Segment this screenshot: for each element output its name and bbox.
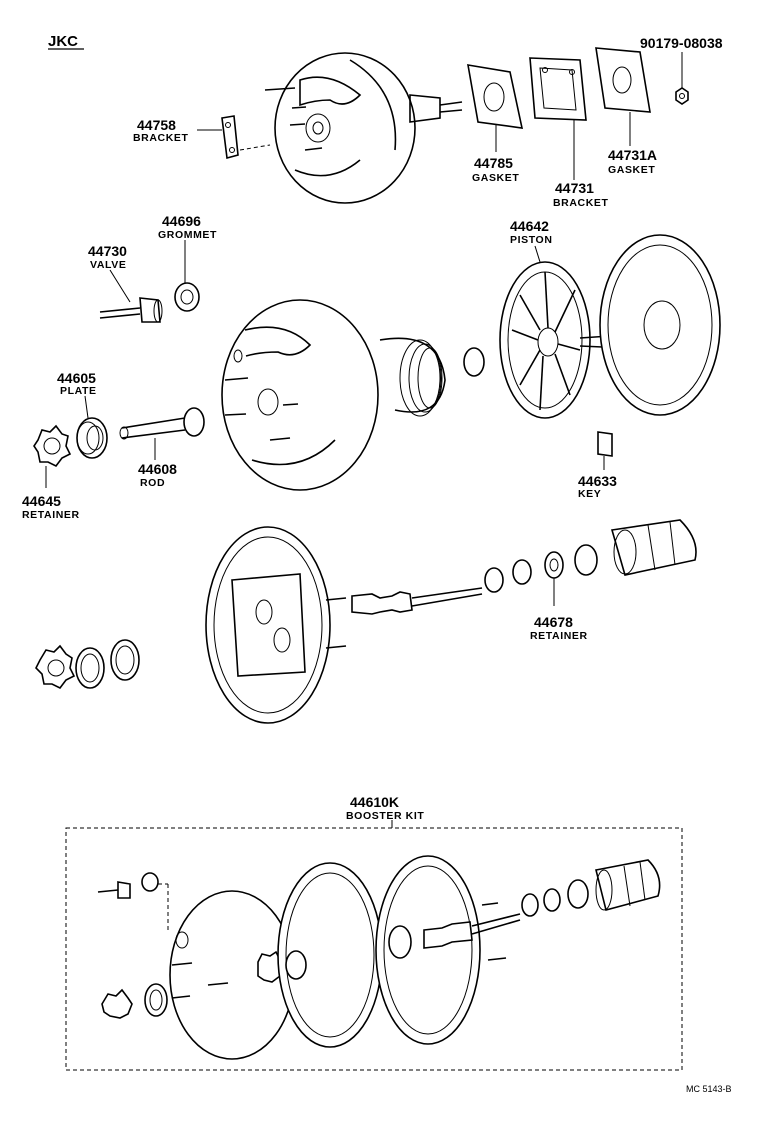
seal-drawing bbox=[463, 347, 485, 377]
part-name: ROD bbox=[140, 477, 165, 489]
part-number: 44731A bbox=[608, 147, 657, 163]
part-name: RETAINER bbox=[530, 630, 588, 642]
part-number: 44731 bbox=[555, 180, 594, 196]
part-number: 44605 bbox=[57, 370, 96, 386]
dust-boot-drawing bbox=[610, 519, 697, 576]
part-label-90179: 90179-08038 bbox=[640, 35, 723, 51]
part-name: PLATE bbox=[60, 385, 97, 397]
part-number: 44645 bbox=[22, 493, 61, 509]
part-number: 44642 bbox=[510, 218, 549, 234]
plate-44605-drawing bbox=[76, 417, 108, 459]
part-name: BRACKET bbox=[133, 132, 189, 144]
model-code: JKC bbox=[48, 33, 78, 50]
part-label-44608: 44608 ROD bbox=[138, 461, 177, 489]
rod-44608-drawing bbox=[119, 407, 205, 440]
part-name: GASKET bbox=[608, 164, 655, 176]
valve-body-drawing bbox=[351, 544, 598, 615]
part-label-44633: 44633 KEY bbox=[578, 473, 617, 500]
piston-44642-drawing bbox=[499, 234, 721, 419]
nut-90179-drawing bbox=[675, 87, 689, 105]
lower-housing-drawing bbox=[205, 526, 347, 724]
drawing-code: MC 5143-B bbox=[686, 1084, 732, 1094]
part-name: VALVE bbox=[90, 259, 126, 271]
bracket-44758-drawing bbox=[221, 115, 271, 160]
part-number: 44633 bbox=[578, 473, 617, 489]
part-label-44731: 44731 BRACKET bbox=[553, 180, 609, 209]
key-44633-drawing bbox=[597, 431, 613, 457]
part-number: 44608 bbox=[138, 461, 177, 477]
top-booster-drawing bbox=[264, 52, 463, 204]
part-name: GROMMET bbox=[158, 229, 217, 241]
part-label-44785: 44785 GASKET bbox=[472, 155, 519, 184]
booster-kit-drawing bbox=[97, 855, 661, 1060]
part-label-44605: 44605 PLATE bbox=[57, 370, 97, 397]
part-number: 44730 bbox=[88, 243, 127, 259]
booster-kit-box bbox=[65, 827, 683, 1071]
kit-name: BOOSTER KIT bbox=[346, 810, 424, 822]
part-name: BRACKET bbox=[553, 197, 609, 209]
gasket-44731A-drawing bbox=[595, 47, 651, 113]
part-number: 44678 bbox=[534, 614, 573, 630]
retainer-44645-drawing bbox=[33, 424, 72, 468]
part-number: 44758 bbox=[137, 117, 176, 133]
valve-44730-drawing bbox=[99, 297, 163, 323]
kit-label-44610K: 44610K BOOSTER KIT bbox=[346, 794, 424, 822]
part-label-44645: 44645 RETAINER bbox=[22, 493, 80, 521]
part-label-44758: 44758 BRACKET bbox=[133, 117, 189, 144]
part-label-44696: 44696 GROMMET bbox=[158, 213, 217, 241]
middle-booster-drawing bbox=[221, 299, 446, 491]
part-name: RETAINER bbox=[22, 509, 80, 521]
part-label-44678: 44678 RETAINER bbox=[530, 614, 588, 642]
kit-number: 44610K bbox=[350, 794, 399, 810]
part-name: GASKET bbox=[472, 172, 519, 184]
part-label-44731A: 44731A GASKET bbox=[608, 147, 657, 176]
gasket-44785-drawing bbox=[467, 64, 524, 129]
leader-lines bbox=[45, 52, 683, 606]
part-name: PISTON bbox=[510, 234, 553, 246]
part-name: KEY bbox=[578, 488, 601, 500]
part-number: 90179-08038 bbox=[640, 35, 723, 51]
bracket-44731-drawing bbox=[529, 57, 587, 121]
part-label-44730: 44730 VALVE bbox=[88, 243, 127, 271]
part-number: 44785 bbox=[474, 155, 513, 171]
grommet-44696-drawing bbox=[174, 282, 200, 312]
part-label-44642: 44642 PISTON bbox=[510, 218, 553, 246]
part-number: 44696 bbox=[162, 213, 201, 229]
lower-left-parts-drawing bbox=[35, 639, 140, 690]
